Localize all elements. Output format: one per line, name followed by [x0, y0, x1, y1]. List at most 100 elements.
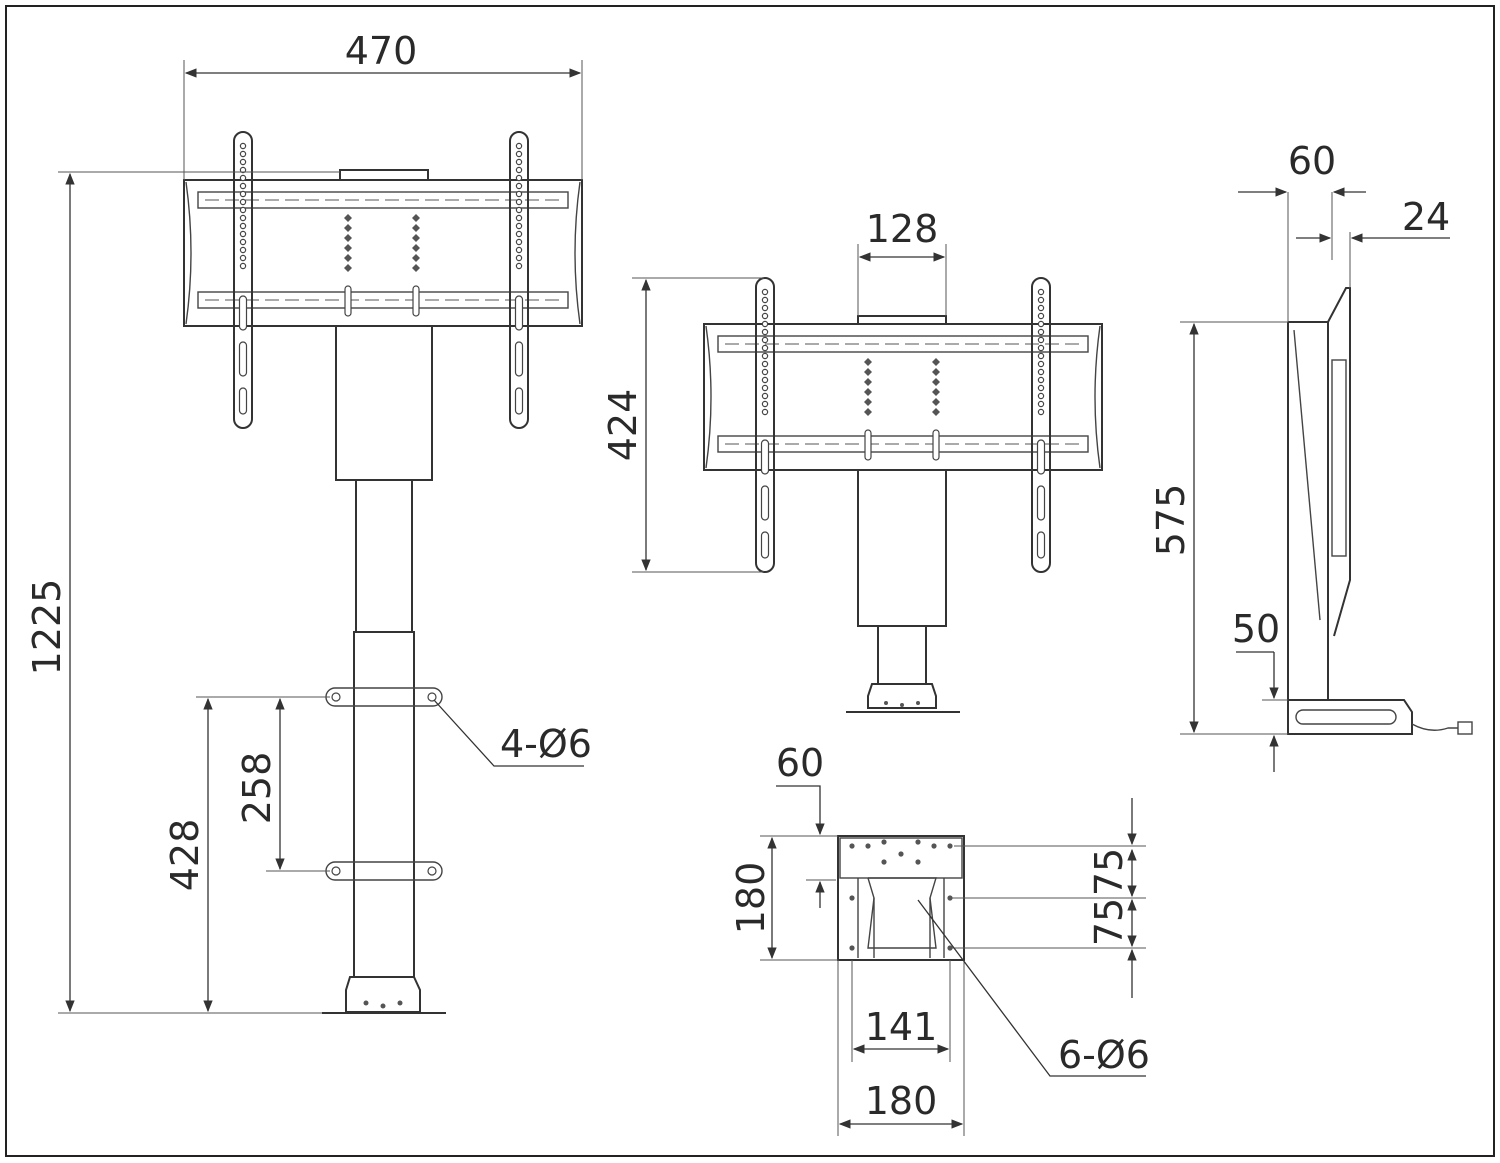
arm-hole [1037, 368, 1045, 376]
arm-hole [761, 344, 769, 352]
base-hole [849, 895, 855, 901]
dim-total-height-1225: 1225 [25, 579, 69, 676]
arm-hole [1037, 288, 1045, 296]
dim-base-offset-60: 60 [776, 741, 824, 785]
arm-hole [515, 198, 523, 206]
dim-inner-width-141: 141 [865, 1005, 938, 1049]
vesa-hole [932, 398, 940, 406]
dim-hole-spacing-75-b: 75 [1087, 898, 1131, 946]
arm-slot [514, 387, 524, 415]
vesa-hole [412, 244, 420, 252]
arm-hole [515, 246, 523, 254]
arm-hole [1037, 336, 1045, 344]
arm-hole [239, 150, 247, 158]
dim-mount-offset-24: 24 [1402, 195, 1450, 239]
arm-hole [761, 360, 769, 368]
middle-view [632, 244, 1103, 713]
vesa-hole [412, 254, 420, 262]
arm-hole [1037, 304, 1045, 312]
base-hole [881, 859, 887, 865]
arm-hole [1037, 344, 1045, 352]
base-hole [849, 843, 855, 849]
vesa-hole [864, 408, 872, 416]
arm-hole [515, 254, 523, 262]
base-hole [865, 843, 871, 849]
arm-hole [515, 150, 523, 158]
arm-hole [1037, 392, 1045, 400]
arm-hole [1037, 328, 1045, 336]
vesa-hole [412, 214, 420, 222]
arm-hole [515, 222, 523, 230]
arm-hole [515, 262, 523, 270]
dim-column-depth-60: 60 [1288, 139, 1336, 183]
base-hole [947, 843, 953, 849]
arm-slot [238, 387, 248, 415]
dim-lower-height-428: 428 [163, 819, 207, 892]
arm-hole [515, 206, 523, 214]
arm-slot [514, 341, 524, 377]
arm-hole [239, 158, 247, 166]
arm-slot [1036, 531, 1046, 559]
arm-slot [760, 485, 770, 521]
arm-hole [761, 400, 769, 408]
arm-hole [761, 288, 769, 296]
arm-hole [515, 166, 523, 174]
dim-base-height-50: 50 [1232, 607, 1280, 651]
arm-hole [1037, 360, 1045, 368]
arm-hole [1037, 384, 1045, 392]
side-view [1180, 187, 1473, 772]
arm-hole [515, 142, 523, 150]
arm-hole [239, 182, 247, 190]
arm-hole [761, 384, 769, 392]
arm-hole [515, 230, 523, 238]
arm-hole [239, 246, 247, 254]
arm-hole [761, 320, 769, 328]
dim-bracket-spacing-258: 258 [235, 752, 279, 825]
arm-hole [761, 304, 769, 312]
vesa-hole [932, 388, 940, 396]
arm-hole [239, 262, 247, 270]
arm-hole [761, 352, 769, 360]
arm-hole [515, 174, 523, 182]
arm-slot [1036, 485, 1046, 521]
dim-bracket-height-424: 424 [601, 389, 645, 462]
vesa-hole [932, 368, 940, 376]
arm-hole [761, 328, 769, 336]
arm-hole [1037, 312, 1045, 320]
label-base-holes: 6-Ø6 [1058, 1033, 1150, 1077]
base-hole [849, 945, 855, 951]
vesa-hole [344, 264, 352, 272]
vesa-slot [932, 429, 940, 461]
arm-hole [239, 206, 247, 214]
arm-hole [761, 392, 769, 400]
arm-hole [1037, 376, 1045, 384]
arm-hole [761, 312, 769, 320]
vesa-slot [864, 429, 872, 461]
arm-hole [1037, 320, 1045, 328]
vesa-hole [932, 378, 940, 386]
vesa-hole [864, 398, 872, 406]
arm-hole [761, 296, 769, 304]
arm-hole [1037, 296, 1045, 304]
arm-hole [239, 198, 247, 206]
arm-hole [239, 214, 247, 222]
vesa-hole [932, 408, 940, 416]
vesa-hole [864, 358, 872, 366]
arm-hole [1037, 352, 1045, 360]
base-hole [931, 843, 937, 849]
label-bracket-holes: 4-Ø6 [500, 722, 592, 766]
arm-hole [761, 408, 769, 416]
vesa-hole [344, 234, 352, 242]
vesa-hole [344, 254, 352, 262]
dim-column-width-128: 128 [866, 207, 939, 251]
front-view [58, 60, 584, 1014]
arm-hole [239, 166, 247, 174]
arm-hole [239, 190, 247, 198]
arm-slot [760, 439, 770, 475]
base-hole [898, 851, 904, 857]
vesa-hole [864, 388, 872, 396]
arm-hole [515, 158, 523, 166]
vesa-slot [344, 285, 352, 317]
arm-hole [239, 254, 247, 262]
